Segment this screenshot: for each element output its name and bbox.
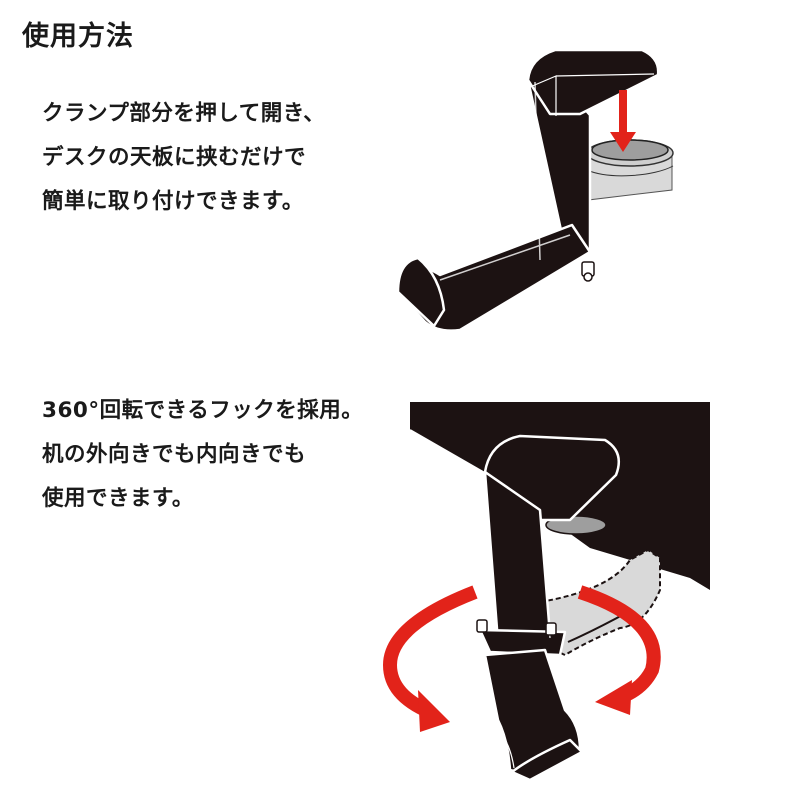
press-arrow-icon [610,90,636,152]
rotation-arrowheads [418,680,632,732]
instruction-line: 簡単に取り付けできます。 [42,189,304,214]
rotation-illustration [382,402,710,782]
clamp-disc [586,139,674,201]
screw-knob [476,619,557,636]
screw-knob [581,261,595,282]
instruction-line: デスクの天板に挟むだけで [42,145,307,170]
instruction-rotation: 360°回転できるフックを採用。 机の外向きでも内向きでも 使用できます。 [42,389,363,521]
page-title: 使用方法 [22,21,134,52]
hanger-body [396,48,660,332]
instruction-line: クランプ部分を押して開き、 [42,101,326,126]
clamp-installation-illustration [396,48,674,332]
instruction-clamp: クランプ部分を押して開き、 デスクの天板に挟むだけで 簡単に取り付けできます。 [42,92,325,224]
instruction-line: 使用できます。 [42,486,194,511]
rotation-arrow-icon [382,585,661,719]
instruction-line: 机の外向きでも内向きでも [42,442,307,467]
hanger-body [478,434,620,782]
instruction-line: 360°回転できるフックを採用。 [42,398,364,423]
